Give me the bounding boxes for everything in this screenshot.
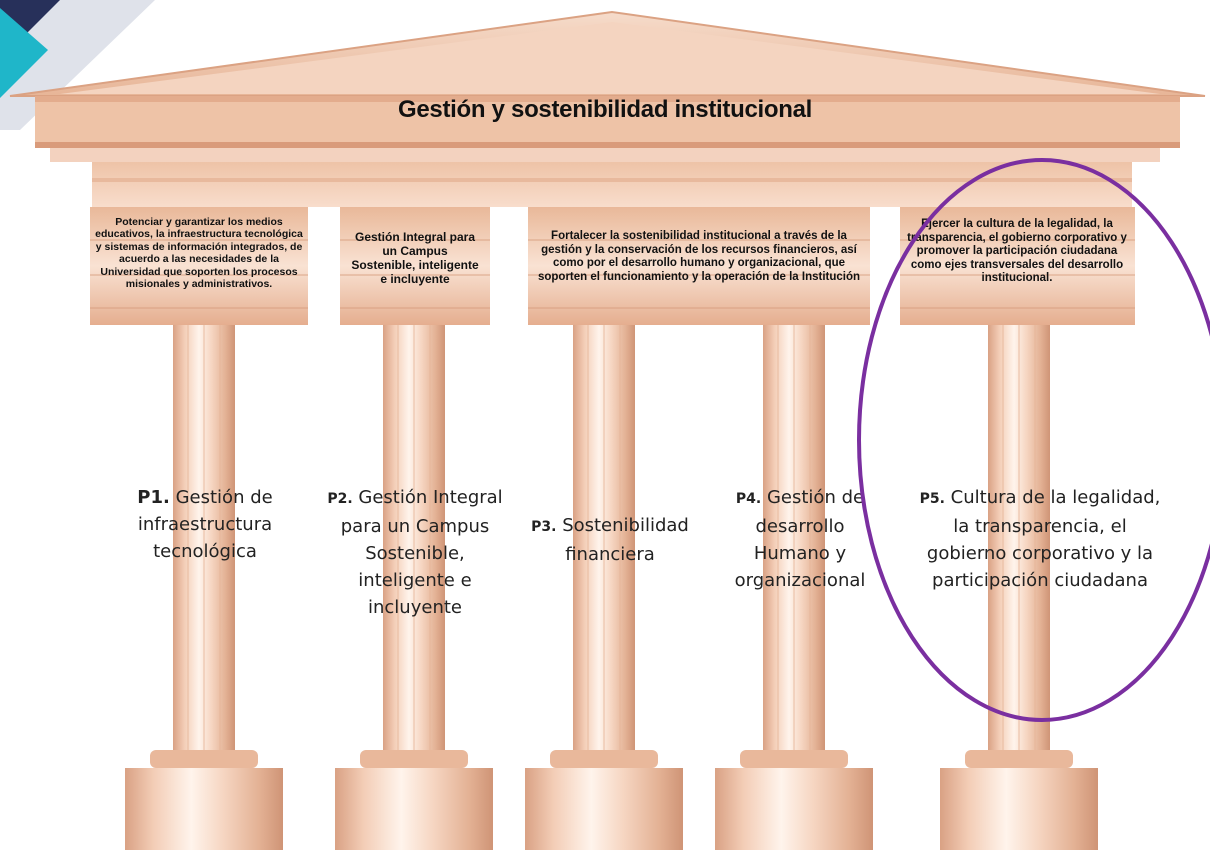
diagram-title: Gestión y sostenibilidad institucional: [398, 96, 812, 123]
pillar-2-description: Gestión Integral para un Campus Sostenib…: [351, 230, 479, 287]
pillar-1-description: Potenciar y garantizar los medios educat…: [95, 216, 303, 290]
pillar-5-description: Ejercer la cultura de la legalidad, la t…: [907, 218, 1127, 285]
pillar-2-label: P2. Gestión Integral para un Campus Sost…: [327, 487, 503, 618]
pillar-5-label: P5. Cultura de la legalidad, la transpar…: [919, 487, 1161, 591]
pillar-3-description: Fortalecer la sostenibilidad institucion…: [537, 230, 861, 283]
pillar-1-label: P1. Gestión de infraestructura tecnológi…: [137, 487, 273, 562]
pillar-3-label: P3. Sostenibilidad financiera: [531, 515, 689, 565]
pillar-4-label: P4. Gestión de desarrollo Humano y organ…: [734, 487, 866, 591]
